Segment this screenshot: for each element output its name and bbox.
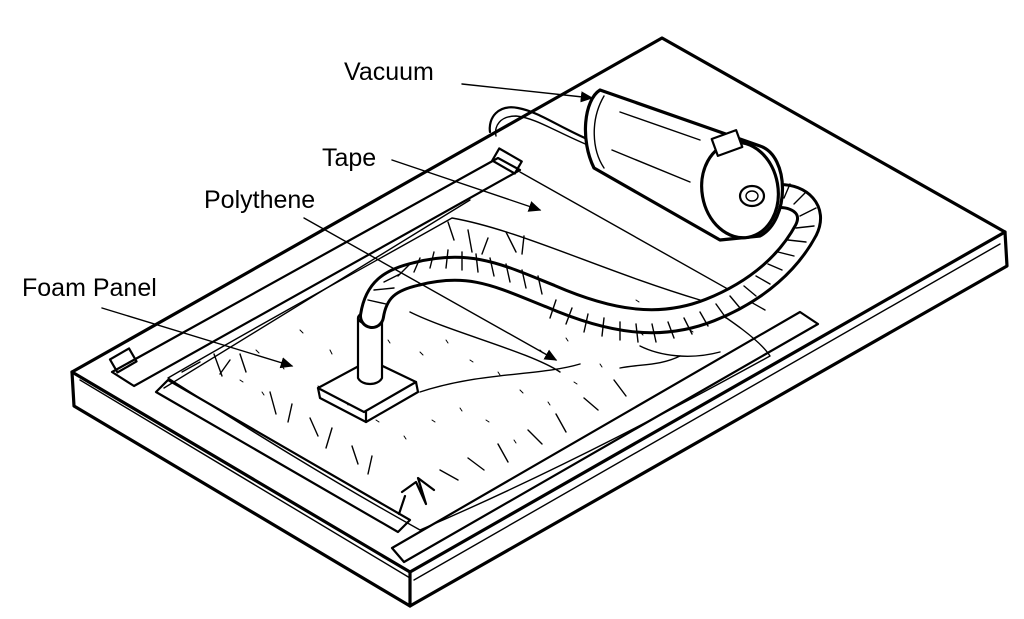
base-board <box>70 36 1009 608</box>
leader-polythene <box>303 217 558 361</box>
leader-foam-panel <box>101 307 294 369</box>
label-polythene: Polythene <box>204 186 558 361</box>
leader-vacuum <box>461 83 594 103</box>
label-tape: Tape <box>322 144 542 212</box>
polythene-sheet <box>167 217 771 531</box>
label-polythene-text: Polythene <box>204 186 315 214</box>
label-foam-panel: Foam Panel <box>22 274 294 369</box>
vacuum-hose <box>359 183 822 343</box>
label-tape-text: Tape <box>322 144 376 172</box>
label-vacuum: Vacuum <box>344 58 594 103</box>
vacuum-valve <box>316 310 420 424</box>
label-foam-panel-text: Foam Panel <box>22 274 157 302</box>
label-vacuum-text: Vacuum <box>344 58 434 86</box>
vacuum-pump <box>488 88 785 242</box>
leader-tape <box>391 159 542 212</box>
